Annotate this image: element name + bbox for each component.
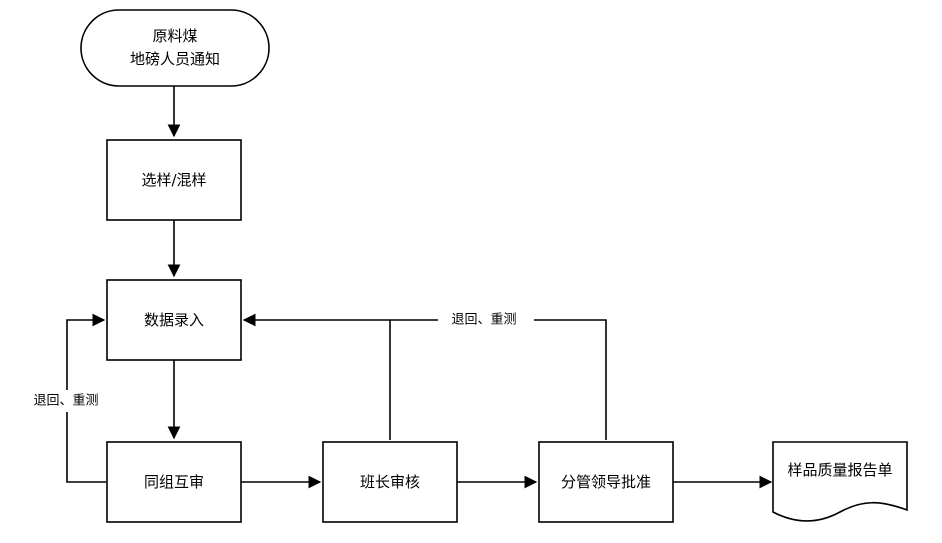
- entry-node-label: 数据录入: [144, 311, 204, 329]
- start-node-shape: [80, 9, 270, 87]
- leader-review-node-label: 班长审核: [360, 473, 420, 491]
- approval-node-label: 分管领导批准: [561, 473, 651, 491]
- approval-node: 分管领导批准: [538, 441, 674, 523]
- start-node-line-2: 地磅人员通知: [130, 50, 220, 68]
- leader-review-node-shape: [322, 441, 458, 523]
- select-node-label: 选样/混样: [141, 171, 206, 189]
- select-node-shape: [106, 139, 242, 221]
- left-label-bg: [18, 390, 114, 412]
- peer-review-node: 同组互审: [106, 441, 242, 523]
- approval-node-shape: [538, 441, 674, 523]
- peer-review-node-label: 同组互审: [144, 473, 204, 491]
- left-return-label: 退回、重测: [33, 393, 98, 409]
- start-node-line-1: 原料煤: [152, 27, 197, 45]
- report-node-label: 样品质量报告单: [787, 461, 892, 479]
- edge-approval-return-to-entry: [242, 313, 607, 440]
- top-return-label: 退回、重测: [451, 312, 516, 328]
- leader-review-node: 班长审核: [322, 441, 458, 523]
- peer-review-node-shape: [106, 441, 242, 523]
- report-node-shape: [772, 441, 908, 522]
- select-node: 选样/混样: [106, 139, 242, 221]
- top-label-bg: [438, 309, 534, 331]
- entry-node-shape: [106, 279, 242, 361]
- report-node: 样品质量报告单: [772, 441, 908, 522]
- start-node: 原料煤 地磅人员通知: [80, 9, 270, 87]
- entry-node: 数据录入: [106, 279, 242, 361]
